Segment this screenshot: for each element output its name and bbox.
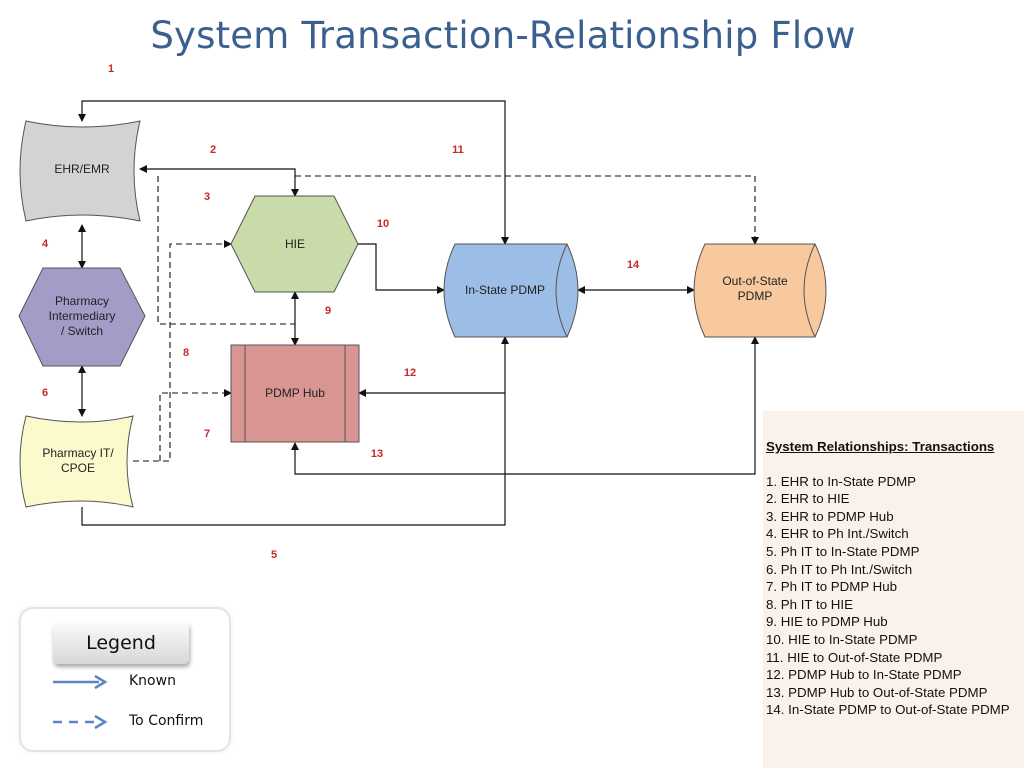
in-state-pdmp-label: In-State PDMP [465,283,545,297]
flow-number-3: 3 [204,191,210,203]
flow-8-line [133,240,232,462]
flow-number-2: 2 [210,144,216,156]
pharmacy-intermediary-label-3: / Switch [61,324,103,338]
relationship-item-14: 14. In-State PDMP to Out-of-State PDMP [766,702,1010,718]
hie-label: HIE [285,237,305,251]
flow-11-line [295,175,759,245]
dashed-connectors [133,175,759,462]
relationship-item-8: 8. Ph IT to HIE [766,596,853,612]
ehr-label: EHR/EMR [54,162,110,176]
node-pharmacy-intermediary: Pharmacy Intermediary / Switch [18,267,146,367]
node-pharmacy-it: Pharmacy IT/ CPOE [19,415,134,508]
flow-7-line [159,389,232,461]
node-hie: HIE [230,195,359,293]
relationship-item-3: 3. EHR to PDMP Hub [766,508,894,524]
relationship-item-1: 1. EHR to In-State PDMP [766,473,917,489]
flow-number-13: 13 [371,448,383,460]
relationships-title: System Relationships: Transactions [766,439,995,454]
pharmacy-intermediary-label-2: Intermediary [49,309,116,323]
flow-number-1: 1 [108,63,114,75]
relationship-item-10: 10. HIE to In-State PDMP [766,631,918,647]
flow-2-line [139,165,299,197]
flow-number-9: 9 [325,305,331,317]
page-title: System Transaction-Relationship Flow [150,14,856,57]
node-out-of-state-pdmp: Out-of-State PDMP [693,243,827,338]
pharmacy-it-label-2: CPOE [61,461,95,475]
flow-number-14: 14 [627,259,640,271]
flow-number-11: 11 [452,144,464,156]
connectors [78,100,759,526]
relationship-item-5: 5. Ph IT to In-State PDMP [766,543,920,559]
relationships-panel: System Relationships: Transactions 1. EH… [763,411,1024,768]
relationship-item-13: 13. PDMP Hub to Out-of-State PDMP [766,684,988,700]
relationship-item-7: 7. Ph IT to PDMP Hub [766,579,898,595]
flow-number-8: 8 [183,347,189,359]
dashed-arrow-icon [53,714,108,730]
flow-number-7: 7 [204,428,210,440]
relationship-item-4: 4. EHR to Ph Int./Switch [766,526,909,542]
legend-known-label: Known [129,673,176,689]
flow-1-line [78,100,509,245]
out-of-state-pdmp-label-1: Out-of-State [722,274,788,288]
legend-to-confirm-label: To Confirm [129,713,204,729]
relationship-item-2: 2. EHR to HIE [766,491,850,507]
flow-number-5: 5 [271,549,277,561]
flow-number-10: 10 [377,218,389,230]
relationship-item-12: 12. PDMP Hub to In-State PDMP [766,667,962,683]
flow-numbers: 1 2 3 4 5 6 7 8 9 10 11 12 13 14 [42,63,640,561]
out-of-state-pdmp-label-2: PDMP [738,289,773,303]
relationship-item-11: 11. HIE to Out-of-State PDMP [766,649,943,665]
pdmp-hub-label: PDMP Hub [265,386,325,400]
node-ehr: EHR/EMR [19,120,141,222]
flow-number-12: 12 [404,367,416,379]
flow-13-line [291,336,759,475]
pharmacy-it-label-1: Pharmacy IT/ [42,446,114,460]
flow-10-line [358,243,445,294]
legend: Legend Known To Confirm [19,607,231,752]
flow-number-6: 6 [42,387,48,399]
node-in-state-pdmp: In-State PDMP [443,243,579,338]
relationship-item-9: 9. HIE to PDMP Hub [766,614,888,630]
pharmacy-intermediary-label-1: Pharmacy [55,294,109,308]
solid-arrow-icon [53,674,108,690]
node-pdmp-hub: PDMP Hub [230,344,360,443]
flow-number-4: 4 [42,238,49,250]
relationship-item-6: 6. Ph IT to Ph Int./Switch [766,561,913,577]
legend-title: Legend [53,622,189,664]
